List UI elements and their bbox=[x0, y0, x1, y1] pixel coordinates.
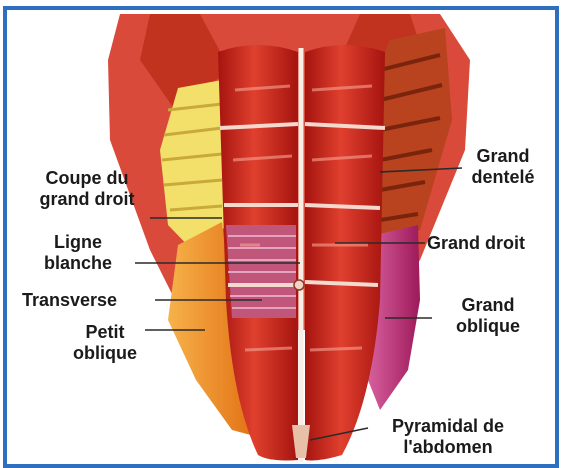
label-coupe-line1: Coupe du bbox=[22, 168, 152, 189]
label-ligne-blanche: Ligne blanche bbox=[28, 232, 128, 274]
label-transverse: Transverse bbox=[22, 290, 117, 311]
label-petit-line1: Petit bbox=[55, 322, 155, 343]
label-pyramidal-line1: Pyramidal de bbox=[368, 416, 528, 437]
umbilicus bbox=[294, 280, 304, 290]
label-grand-droit: Grand droit bbox=[427, 233, 525, 254]
label-pyramidal-line2: l'abdomen bbox=[368, 437, 528, 458]
label-grand-dentele: Grand dentelé bbox=[458, 146, 548, 188]
label-pyramidal-de-l-abdomen: Pyramidal de l'abdomen bbox=[368, 416, 528, 458]
label-grand-oblique: Grand oblique bbox=[438, 295, 538, 337]
label-oblique-line1: Grand bbox=[438, 295, 538, 316]
label-petit-line2: oblique bbox=[55, 343, 155, 364]
label-dentele-line1: Grand bbox=[458, 146, 548, 167]
label-petit-oblique: Petit oblique bbox=[55, 322, 155, 364]
label-ligne-line1: Ligne bbox=[28, 232, 128, 253]
label-coupe-line2: grand droit bbox=[22, 189, 152, 210]
label-dentele-line2: dentelé bbox=[458, 167, 548, 188]
label-ligne-line2: blanche bbox=[28, 253, 128, 274]
label-oblique-line2: oblique bbox=[438, 316, 538, 337]
label-coupe-du-grand-droit: Coupe du grand droit bbox=[22, 168, 152, 210]
